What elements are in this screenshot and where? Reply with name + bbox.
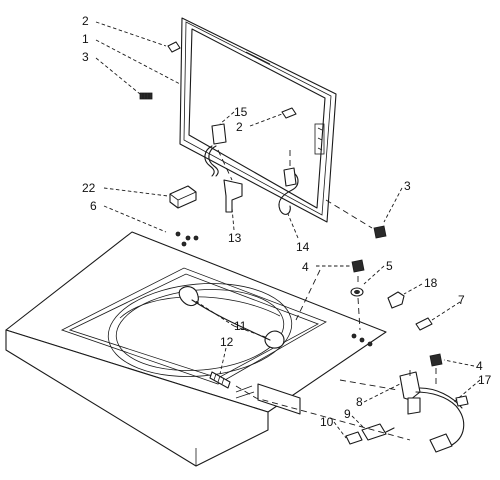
- lid-clip: [223, 179, 243, 213]
- lid-switch-bracket: [169, 185, 197, 209]
- nut-upper: [351, 259, 365, 273]
- callout-3-right: 3: [404, 179, 411, 193]
- callout-2-mid: 2: [236, 120, 243, 134]
- callout-6: 6: [90, 199, 97, 213]
- callout-10: 10: [320, 415, 334, 429]
- screw-right: [373, 225, 387, 239]
- screw-top: [167, 41, 181, 53]
- leader-lines: [95, 21, 481, 439]
- dispenser-hose: [178, 286, 285, 349]
- callout-labels: 2 1 3 15 2 3 22 6 13 14 4 5 18 7 11 12 4…: [82, 14, 492, 429]
- wire-harness: [415, 387, 469, 453]
- callout-22: 22: [82, 181, 96, 195]
- lid-frame: [179, 17, 337, 223]
- screw-left: [139, 92, 153, 100]
- callout-14: 14: [296, 240, 310, 254]
- spacer-bracket: [387, 291, 405, 309]
- callout-13: 13: [228, 231, 242, 245]
- screw-12: [209, 371, 231, 389]
- hinge-bracket: [204, 123, 227, 177]
- switch-actuator: [361, 423, 395, 441]
- wire-clip: [415, 317, 433, 331]
- callout-8: 8: [356, 395, 363, 409]
- callout-4-upper: 4: [302, 260, 309, 274]
- lid-switch: [399, 371, 421, 415]
- callout-5: 5: [386, 259, 393, 273]
- callout-2-top: 2: [82, 14, 89, 28]
- top-panel: [5, 231, 387, 467]
- callout-1: 1: [82, 32, 89, 46]
- callout-12: 12: [220, 335, 234, 349]
- callout-11: 11: [234, 319, 247, 333]
- callout-15: 15: [234, 105, 248, 119]
- hinge-pin: [278, 167, 299, 215]
- callout-3-left: 3: [82, 50, 89, 64]
- assembly-lines: [217, 149, 437, 441]
- callout-17: 17: [478, 373, 492, 387]
- callout-9: 9: [344, 407, 351, 421]
- callout-4-lower: 4: [476, 359, 483, 373]
- washer: [350, 287, 364, 297]
- callout-7: 7: [458, 293, 465, 307]
- bumper-middle: [281, 107, 297, 119]
- nut-lower: [429, 353, 443, 367]
- callout-18: 18: [424, 276, 438, 290]
- retaining-clip: [345, 431, 363, 445]
